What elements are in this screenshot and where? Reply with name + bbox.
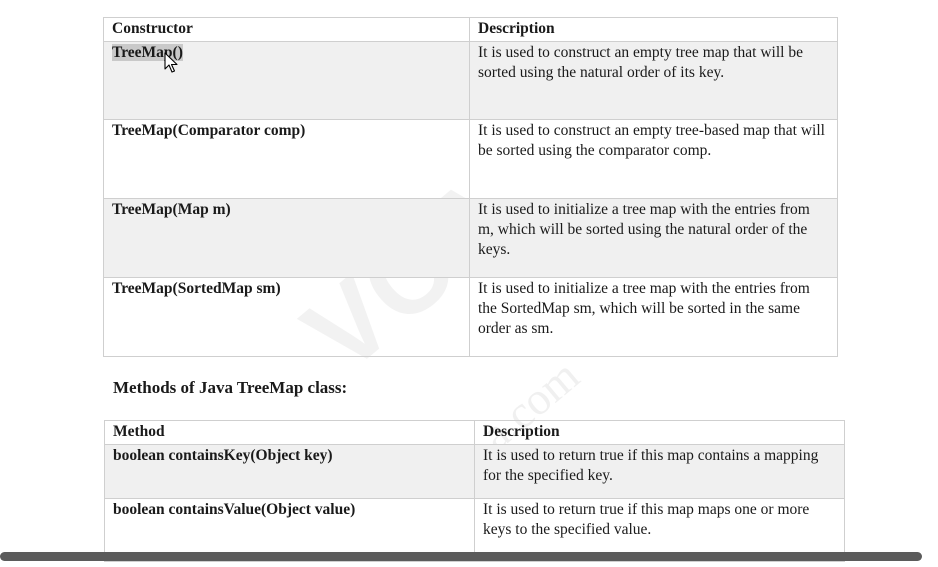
table-row: boolean containsKey(Object key) It is us… bbox=[104, 444, 845, 499]
constructor-description: It is used to initialize a tree map with… bbox=[469, 277, 838, 357]
constructor-description: It is used to construct an empty tree-ba… bbox=[469, 119, 838, 199]
horizontal-scrollbar[interactable] bbox=[0, 552, 922, 561]
constructor-description: It is used to initialize a tree map with… bbox=[469, 198, 838, 278]
table-row: TreeMap(Map m) It is used to initialize … bbox=[103, 198, 838, 278]
method-description: It is used to return true if this map co… bbox=[474, 444, 845, 499]
constructor-description: It is used to construct an empty tree ma… bbox=[469, 41, 838, 120]
methods-table: Method Description boolean containsKey(O… bbox=[104, 420, 845, 562]
constructors-table: Constructor Description TreeMap() It is … bbox=[103, 17, 838, 357]
constructor-name-cell[interactable]: TreeMap() bbox=[103, 41, 470, 120]
table-header-row: Constructor Description bbox=[103, 17, 838, 42]
method-description: It is used to return true if this map ma… bbox=[474, 498, 845, 562]
header-description: Description bbox=[474, 420, 845, 445]
constructor-name: TreeMap(Map m) bbox=[103, 198, 470, 278]
mouse-pointer-icon bbox=[164, 52, 178, 73]
table-header-row: Method Description bbox=[104, 420, 845, 445]
header-method: Method bbox=[104, 420, 475, 445]
method-name: boolean containsValue(Object value) bbox=[104, 498, 475, 562]
header-description: Description bbox=[469, 17, 838, 42]
method-name: boolean containsKey(Object key) bbox=[104, 444, 475, 499]
table-row: TreeMap(SortedMap sm) It is used to init… bbox=[103, 277, 838, 357]
constructor-name: TreeMap(SortedMap sm) bbox=[103, 277, 470, 357]
table-row: TreeMap(Comparator comp) It is used to c… bbox=[103, 119, 838, 199]
methods-heading: Methods of Java TreeMap class: bbox=[113, 378, 348, 397]
header-constructor: Constructor bbox=[103, 17, 470, 42]
table-row: boolean containsValue(Object value) It i… bbox=[104, 498, 845, 562]
constructor-name: TreeMap(Comparator comp) bbox=[103, 119, 470, 199]
table-row: TreeMap() It is used to construct an emp… bbox=[103, 41, 838, 120]
